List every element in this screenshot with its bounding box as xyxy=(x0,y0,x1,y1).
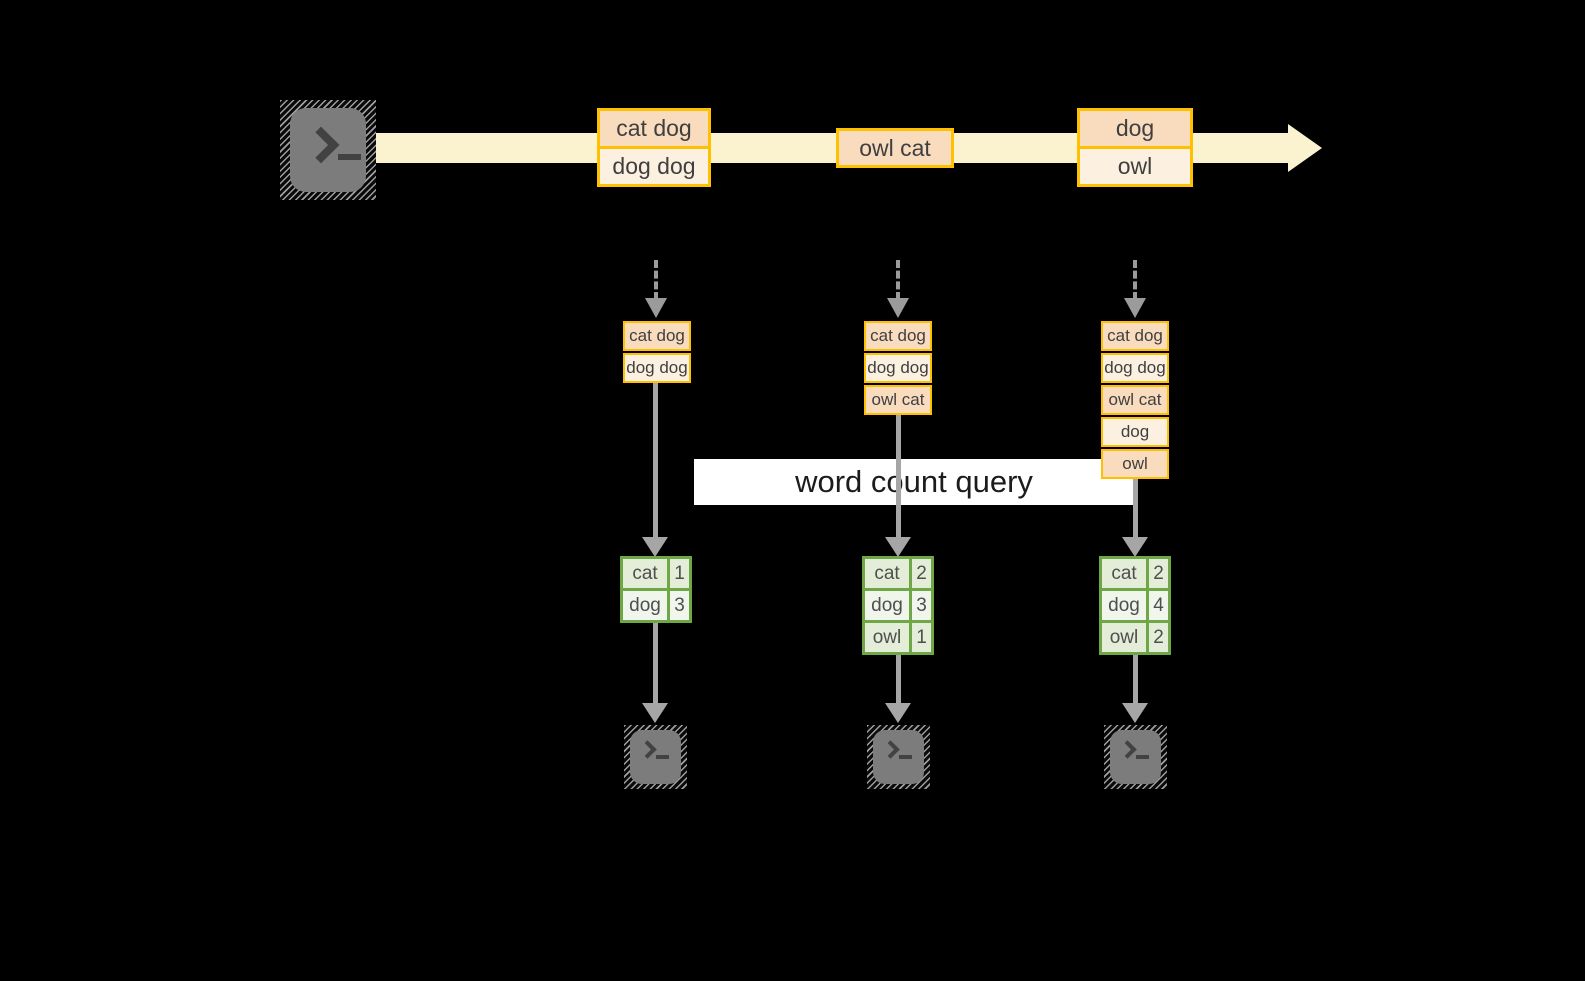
prompt-chevron-icon xyxy=(638,740,657,759)
source-terminal-icon xyxy=(280,100,376,200)
result-word: cat xyxy=(865,559,909,588)
prompt-chevron-icon xyxy=(302,126,340,164)
state-item: dog dog xyxy=(864,353,932,383)
result-word: dog xyxy=(623,591,667,620)
dashed-arrow xyxy=(654,260,658,300)
state-stack: cat dog dog dog owl cat xyxy=(864,321,932,417)
terminal-screen xyxy=(873,730,924,784)
state-item: owl cat xyxy=(864,385,932,415)
flow-arrowhead xyxy=(1122,703,1148,723)
result-count: 3 xyxy=(912,591,931,620)
dashed-arrow xyxy=(1133,260,1137,300)
result-table: cat 1 dog 3 xyxy=(620,556,692,623)
prompt-underscore-icon xyxy=(338,154,361,160)
flow-arrowhead xyxy=(642,703,668,723)
stream-event-line: cat dog xyxy=(600,111,708,146)
flow-arrow xyxy=(896,415,901,537)
stream-event-box: owl cat xyxy=(836,128,954,168)
dashed-arrowhead xyxy=(1124,298,1146,318)
state-item: cat dog xyxy=(1101,321,1169,351)
result-word: dog xyxy=(865,591,909,620)
prompt-chevron-icon xyxy=(1118,740,1137,759)
terminal-screen xyxy=(290,108,366,192)
state-stack: cat dog dog dog xyxy=(623,321,691,385)
state-stack: cat dog dog dog owl cat dog owl xyxy=(1101,321,1169,481)
result-table: cat 2 dog 4 owl 2 xyxy=(1099,556,1171,655)
state-item: dog dog xyxy=(1101,353,1169,383)
sink-terminal-icon xyxy=(624,725,687,789)
state-item: owl xyxy=(1101,449,1169,479)
state-item: cat dog xyxy=(623,321,691,351)
dashed-arrow xyxy=(896,260,900,300)
result-count: 2 xyxy=(912,559,931,588)
prompt-underscore-icon xyxy=(1136,755,1149,759)
flow-arrowhead xyxy=(1122,537,1148,557)
sink-terminal-icon xyxy=(1104,725,1167,789)
terminal-screen xyxy=(630,730,681,784)
stream-event-box: dog owl xyxy=(1077,108,1193,187)
query-label: word count query xyxy=(694,459,1134,505)
result-word: dog xyxy=(1102,591,1146,620)
stream-event-line: owl cat xyxy=(839,131,951,165)
result-count: 2 xyxy=(1149,623,1168,652)
stream-event-line: dog xyxy=(1080,111,1190,146)
result-word: cat xyxy=(623,559,667,588)
prompt-underscore-icon xyxy=(899,755,912,759)
result-count: 3 xyxy=(670,591,689,620)
flow-arrowhead xyxy=(885,537,911,557)
dashed-arrowhead xyxy=(887,298,909,318)
state-item: dog xyxy=(1101,417,1169,447)
stream-event-box: cat dog dog dog xyxy=(597,108,711,187)
terminal-screen xyxy=(1110,730,1161,784)
state-item: dog dog xyxy=(623,353,691,383)
prompt-chevron-icon xyxy=(881,740,900,759)
result-count: 1 xyxy=(670,559,689,588)
result-count: 2 xyxy=(1149,559,1168,588)
result-count: 4 xyxy=(1149,591,1168,620)
result-count: 1 xyxy=(912,623,931,652)
result-word: owl xyxy=(1102,623,1146,652)
flow-arrow xyxy=(896,655,901,703)
flow-arrow xyxy=(653,383,658,537)
flow-arrow xyxy=(1133,655,1138,703)
state-item: owl cat xyxy=(1101,385,1169,415)
result-word: owl xyxy=(865,623,909,652)
flow-arrow xyxy=(1133,479,1138,537)
state-item: cat dog xyxy=(864,321,932,351)
result-table: cat 2 dog 3 owl 1 xyxy=(862,556,934,655)
prompt-underscore-icon xyxy=(656,755,669,759)
result-word: cat xyxy=(1102,559,1146,588)
flow-arrowhead xyxy=(642,537,668,557)
stream-arrowhead xyxy=(1288,124,1322,172)
dashed-arrowhead xyxy=(645,298,667,318)
stream-event-line: owl xyxy=(1080,146,1190,184)
flow-arrowhead xyxy=(885,703,911,723)
stream-event-line: dog dog xyxy=(600,146,708,184)
sink-terminal-icon xyxy=(867,725,930,789)
flow-arrow xyxy=(653,623,658,703)
